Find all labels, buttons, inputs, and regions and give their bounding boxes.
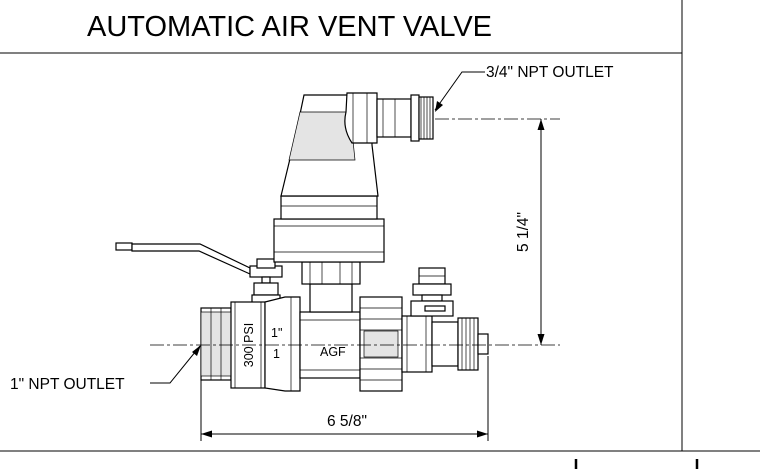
width-dimension-label: 6 5/8"	[327, 413, 367, 430]
size-label-top: 1"	[271, 326, 282, 340]
width-dimension	[200, 356, 489, 441]
size-label-bottom: 1	[273, 347, 280, 361]
drain-valve	[401, 267, 489, 373]
height-dimension	[537, 119, 545, 345]
riser-pipe	[301, 261, 361, 313]
pressure-rating-label: 300 PSI	[242, 323, 256, 367]
height-dimension-label: 5 1/4"	[515, 212, 532, 252]
top-outlet-label: 3/4" NPT OUTLET	[486, 64, 614, 81]
bottom-outlet-label: 1" NPT OUTLET	[10, 376, 125, 393]
leaders	[150, 71, 485, 384]
air-vent-body	[273, 92, 434, 263]
drawing-title: AUTOMATIC AIR VENT VALVE	[87, 11, 492, 43]
brand-label: AGF	[320, 345, 346, 359]
centerlines	[150, 118, 560, 346]
union-nut	[359, 296, 403, 392]
